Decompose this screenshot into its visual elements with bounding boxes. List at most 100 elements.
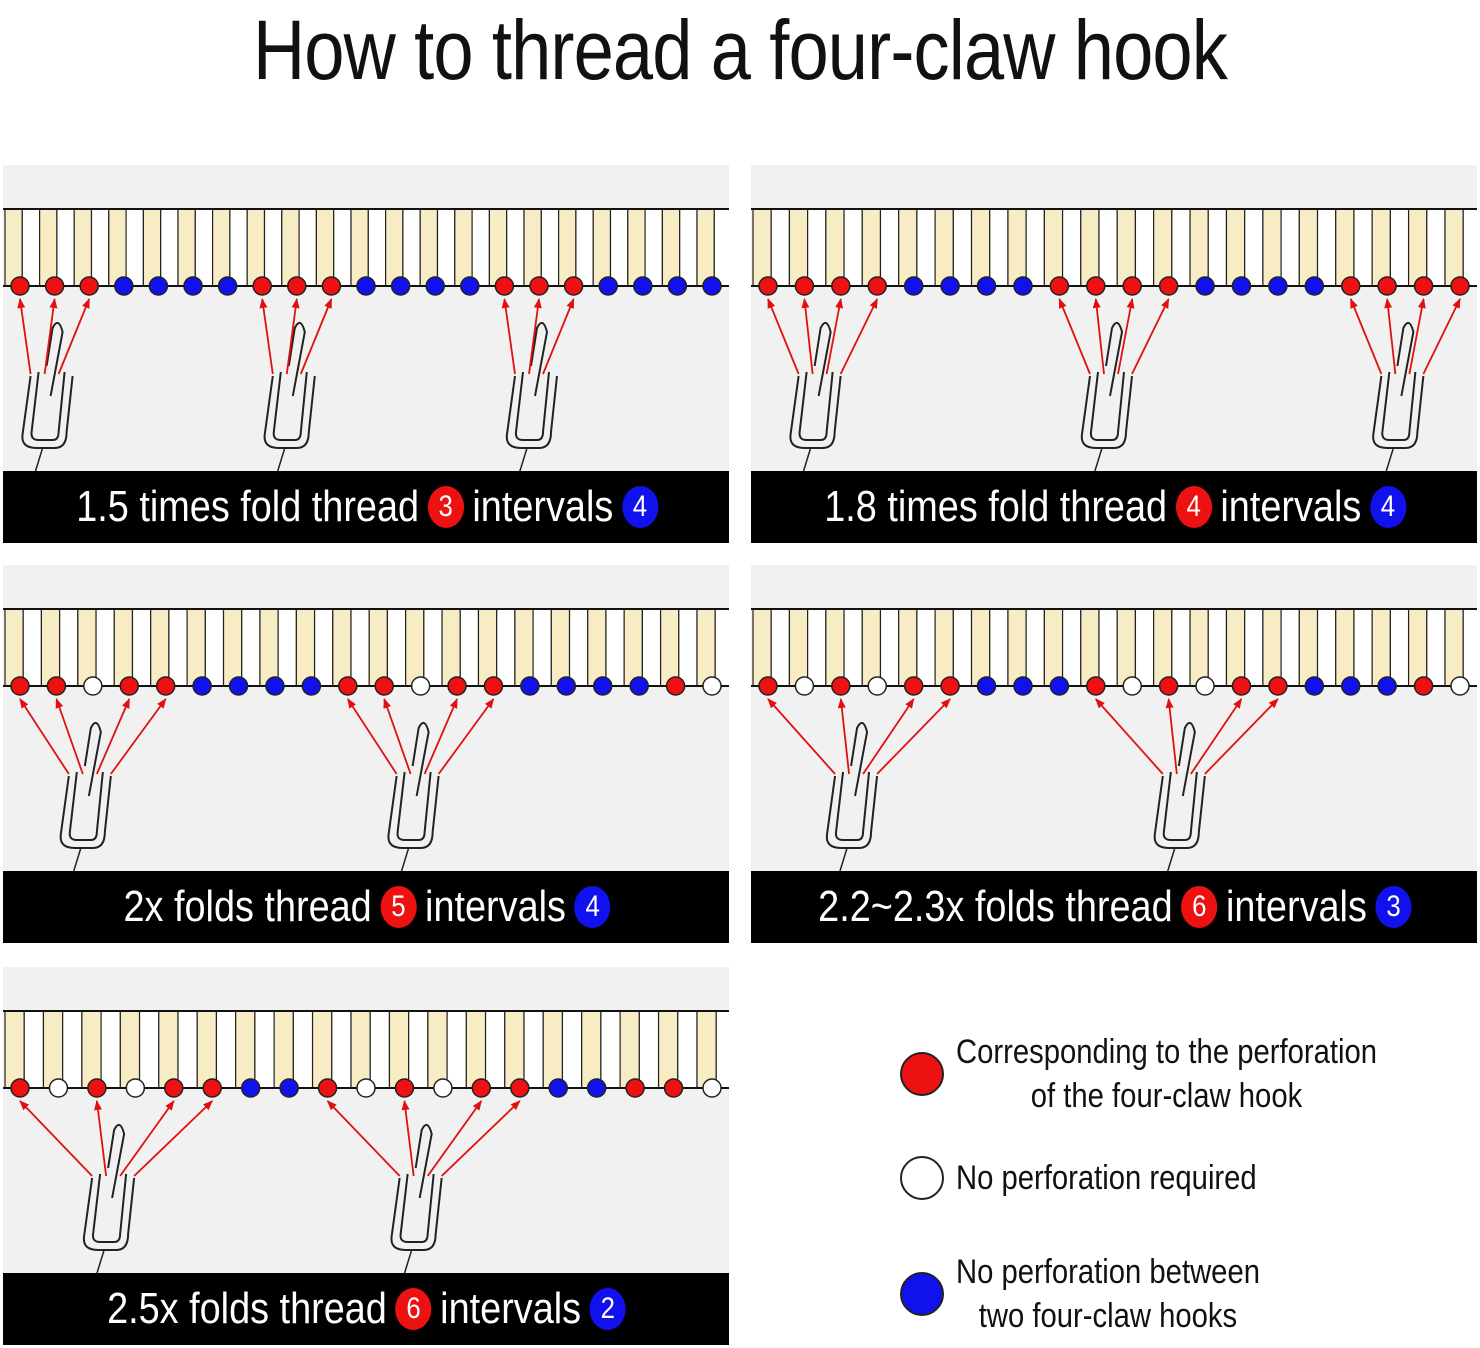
panel-caption: 2.5x folds thread 6 intervals 2 xyxy=(3,1273,729,1345)
page-title: How to thread a four-claw hook xyxy=(252,3,1228,97)
heading-stripe xyxy=(160,208,179,287)
perforation-dot-blue xyxy=(1195,276,1215,296)
thread-diagram xyxy=(3,967,729,1273)
thread-arrow xyxy=(110,698,167,775)
perforation-dot-white xyxy=(356,1078,376,1098)
fold-count-badge: 6 xyxy=(1181,886,1218,928)
perforation-dot-blue xyxy=(356,276,376,296)
heading-stripe xyxy=(38,208,58,287)
heading-stripe xyxy=(350,208,369,287)
perforation-dot-white xyxy=(48,1078,69,1098)
perforation-dot-white xyxy=(867,676,888,696)
perforation-dot-white xyxy=(702,676,722,696)
heading-stripe xyxy=(1153,208,1173,287)
thread-arrow xyxy=(1117,298,1135,375)
heading-stripe xyxy=(843,208,863,287)
heading-stripe xyxy=(222,608,243,687)
thread-arrow xyxy=(542,298,575,375)
heading-stripe xyxy=(1389,608,1410,687)
heading-stripe xyxy=(1116,208,1137,287)
four-claw-hook-icon xyxy=(1153,721,1206,871)
perforation-dot-blue xyxy=(592,676,613,696)
heading-stripe xyxy=(523,1010,544,1089)
thread-diagram xyxy=(3,565,729,871)
heading-stripe xyxy=(100,1010,121,1089)
red-dot-icon xyxy=(900,1052,944,1096)
four-claw-hook-icon xyxy=(387,721,440,871)
heading-stripe xyxy=(1262,608,1282,687)
perforation-dot-red xyxy=(79,276,99,296)
heading-stripe xyxy=(592,208,612,287)
perforation-dot-red xyxy=(663,1078,684,1098)
heading-stripe xyxy=(644,208,663,287)
thread-arrow xyxy=(423,698,458,775)
interval-count-badge: 3 xyxy=(1375,886,1412,928)
thread-diagram xyxy=(751,565,1477,871)
thread-arrow xyxy=(19,1100,93,1177)
fold-count-badge: 5 xyxy=(380,886,417,928)
heading-stripe xyxy=(1043,208,1064,287)
fold-count-badge: 4 xyxy=(1175,486,1212,528)
heading-stripe xyxy=(861,208,882,287)
heading-stripe xyxy=(627,208,646,287)
thread-arrow xyxy=(837,698,850,775)
heading-stripe xyxy=(402,208,421,287)
heading-stripe xyxy=(898,608,918,687)
perforation-dot-blue xyxy=(586,1078,607,1098)
heading-stripe xyxy=(385,208,404,287)
perforation-dot-red xyxy=(338,676,358,696)
heading-stripe xyxy=(23,1010,45,1089)
thread-arrow xyxy=(501,298,516,375)
perforation-dot-red xyxy=(758,276,778,296)
heading-stripe xyxy=(1207,608,1228,687)
perforation-dot-blue xyxy=(940,276,960,296)
perforation-dot-blue xyxy=(183,276,203,296)
caption-intervals-text: intervals xyxy=(440,1284,582,1333)
heading-stripe xyxy=(235,1010,256,1089)
perforation-dot-red xyxy=(394,1078,415,1098)
heading-stripe xyxy=(427,1010,448,1089)
perforation-dot-red xyxy=(529,276,549,296)
perforation-dot-blue xyxy=(598,276,618,296)
thread-arrow xyxy=(1204,698,1279,775)
panel-2-2x-fold: 2.2~2.3x folds thread 6 intervals 3 xyxy=(751,565,1477,943)
heading-stripe xyxy=(56,208,75,287)
heading-stripe xyxy=(605,608,625,687)
perforation-dot-red xyxy=(164,1078,184,1098)
heading-stripe xyxy=(540,208,560,287)
heading-stripe xyxy=(879,608,900,687)
fold-count-badge: 3 xyxy=(427,486,464,528)
perforation-dot-blue xyxy=(240,1078,261,1098)
perforation-dot-blue xyxy=(228,676,249,696)
heading-stripe xyxy=(496,608,516,687)
heading-stripe xyxy=(196,1010,218,1089)
heading-stripe xyxy=(1426,208,1446,287)
panel-caption: 1.5 times fold thread 3 intervals 4 xyxy=(3,471,729,543)
heading-stripe xyxy=(752,608,772,687)
caption-fold-text: 1.8 times fold thread xyxy=(823,482,1167,531)
perforation-dot-red xyxy=(155,676,176,696)
heading-stripe xyxy=(77,608,97,687)
perforation-dot-red xyxy=(1340,276,1361,296)
heading-stripe xyxy=(369,1010,391,1089)
heading-stripe xyxy=(263,208,283,287)
heading-stripe xyxy=(488,208,508,287)
heading-stripe xyxy=(1371,608,1391,687)
heading-stripe xyxy=(229,208,248,287)
heading-stripe xyxy=(989,208,1009,287)
heading-stripe xyxy=(825,208,845,287)
thread-diagram xyxy=(751,165,1477,471)
thread-arrow xyxy=(1384,298,1397,375)
heading-stripe xyxy=(861,608,882,687)
heading-stripe xyxy=(259,608,279,687)
heading-stripe xyxy=(465,1010,487,1089)
thread-arrow xyxy=(55,698,84,775)
heading-stripe xyxy=(1462,608,1477,687)
heading-stripe xyxy=(423,608,443,687)
heading-stripe xyxy=(807,208,827,287)
thread-arrow xyxy=(767,698,836,775)
perforation-dot-blue xyxy=(425,276,445,296)
heading-stripe xyxy=(600,1010,621,1089)
heading-stripe xyxy=(970,608,991,687)
heading-stripe xyxy=(42,1010,64,1089)
